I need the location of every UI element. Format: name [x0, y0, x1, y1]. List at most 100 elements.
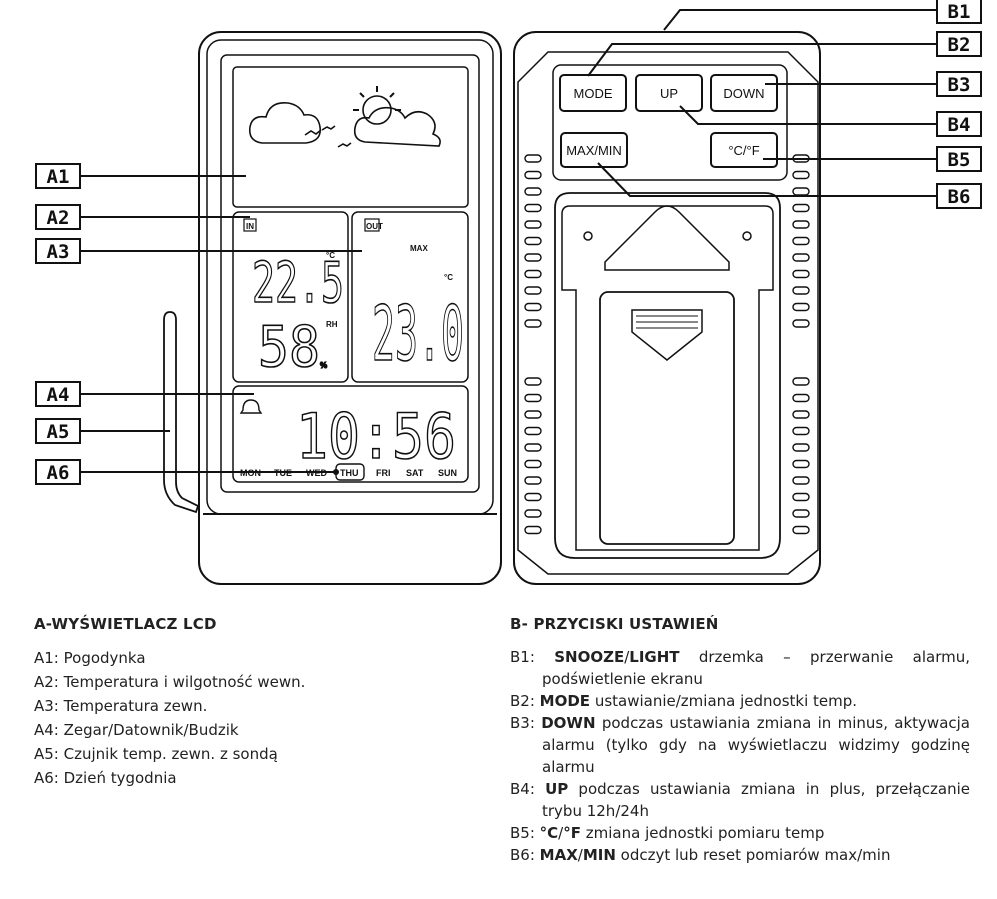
maxmin-button[interactable]: MAX/MIN	[560, 132, 628, 168]
callout-a3: A3	[35, 238, 362, 264]
legend-a-item: A6: Dzień tygodnia	[34, 769, 177, 787]
legend-a-item: A3: Temperatura zewn.	[34, 697, 208, 715]
vent-slot	[792, 302, 810, 312]
weather-panel	[232, 66, 469, 208]
hanger-hole	[604, 205, 730, 271]
vent-slot	[524, 220, 542, 229]
legend-a: A-WYŚWIETLACZ LCD A1: Pogodynka A2: Temp…	[34, 612, 434, 790]
vent-slot	[524, 377, 542, 386]
vent-slot	[524, 187, 542, 196]
vent-slot	[792, 286, 810, 295]
weather-icon	[248, 86, 441, 148]
unit-button[interactable]: °C/°F	[710, 132, 778, 168]
callout-a6: A6	[35, 459, 339, 485]
vent-slot	[792, 269, 810, 279]
button-panel	[552, 64, 788, 181]
legend-b-item: B5: °C/°F zmiana jednostki pomiaru temp	[510, 824, 825, 842]
vent-slot	[792, 319, 810, 328]
legend-b-item: B3: DOWN podczas ustawiania zmiana in mi…	[510, 714, 970, 776]
vent-slot	[524, 286, 542, 295]
in-house-icon	[243, 218, 257, 232]
vent-slot	[792, 170, 810, 180]
legend-b-items: B1: SNOOZE/LIGHT drzemka – przerwanie al…	[510, 646, 970, 866]
lcd-frame	[220, 54, 480, 493]
callout-b2: B2	[587, 31, 982, 77]
down-button[interactable]: DOWN	[710, 74, 778, 112]
legend-a-item: A5: Czujnik temp. zewn. z sondą	[34, 745, 278, 763]
legend-b-item: B2: MODE ustawianie/zmiana jednostki tem…	[510, 692, 858, 710]
vent-slot	[524, 443, 542, 452]
vent-slot	[524, 426, 542, 436]
svg-text:UP: UP	[660, 86, 678, 101]
vent-slot	[524, 269, 542, 279]
callout-a1: A1	[35, 163, 246, 189]
vent-slot	[524, 459, 542, 469]
vent-slot	[792, 377, 810, 386]
svg-text:A6: A6	[47, 462, 70, 484]
callout-b1: B1	[663, 0, 982, 31]
vent-slot	[524, 253, 542, 262]
svg-text:A3: A3	[47, 241, 70, 263]
screw-left	[583, 231, 593, 241]
svg-text:°C/°F: °C/°F	[728, 143, 759, 158]
b-callouts: B1 B2 B3 B4 B5 B6	[587, 0, 982, 209]
legend-a-item: A1: Pogodynka	[34, 649, 146, 667]
vent-slot	[792, 509, 810, 518]
vent-slot	[792, 410, 810, 419]
up-button[interactable]: UP	[635, 74, 703, 112]
outdoor-panel	[351, 211, 469, 383]
back-inner-frame	[517, 51, 819, 575]
vent-slot	[524, 509, 542, 518]
svg-text:B2: B2	[948, 34, 971, 56]
day-sat: SAT	[406, 468, 424, 478]
vent-slot	[524, 302, 542, 312]
stand	[554, 192, 781, 559]
indoor-temp-value: 22.5	[252, 251, 344, 316]
vent-slot	[524, 492, 542, 502]
legend-b-item: B4: UP podczas ustawiania zmiana in plus…	[510, 780, 970, 820]
vent-slot	[524, 170, 542, 180]
vent-slot	[792, 253, 810, 262]
legend-b-title: B- PRZYCISKI USTAWIEŃ	[510, 615, 719, 633]
svg-text:B4: B4	[948, 114, 971, 136]
svg-text:B5: B5	[948, 149, 971, 171]
back-body	[513, 31, 821, 585]
indoor-humidity-value: 58	[258, 315, 320, 380]
device-diagram: 22.5 °C 58 % RH IN OUT MAX 23.0 °C 10:56…	[35, 0, 982, 585]
svg-text:A5: A5	[47, 421, 70, 443]
day-fri: FRI	[376, 468, 391, 478]
vent-slot	[792, 220, 810, 229]
callout-b5: B5	[763, 146, 982, 172]
humidity-unit: %	[320, 361, 327, 370]
svg-text:A2: A2	[47, 207, 70, 229]
vent-slot	[792, 393, 810, 403]
stand-inner	[561, 205, 774, 551]
vent-slot	[524, 410, 542, 419]
vent-slot	[524, 203, 542, 213]
screw-right	[742, 231, 752, 241]
mode-button[interactable]: MODE	[559, 74, 627, 112]
callout-b6: B6	[597, 162, 982, 209]
front-view	[163, 31, 502, 585]
legend-b: B- PRZYCISKI USTAWIEŃ B1: SNOOZE/LIGHT d…	[510, 612, 970, 866]
svg-text:MODE: MODE	[574, 86, 613, 101]
a-callouts: A1 A2 A3 A4 A5 A6	[35, 163, 362, 485]
svg-text:B3: B3	[948, 74, 971, 96]
indoor-temp-unit: °C	[326, 251, 335, 260]
svg-text:A4: A4	[47, 384, 70, 406]
vent-slot	[524, 319, 542, 328]
callout-b3: B3	[765, 71, 982, 97]
vent-slots	[524, 154, 810, 535]
callout-b4: B4	[679, 105, 982, 137]
front-body	[198, 31, 502, 585]
callout-a2: A2	[35, 204, 250, 230]
vent-slot	[792, 525, 810, 535]
vent-slot	[792, 476, 810, 485]
day-sun: SUN	[438, 468, 457, 478]
vent-slot	[524, 393, 542, 403]
callout-a5: A5	[35, 418, 170, 444]
out-house-icon	[364, 218, 380, 232]
vent-slot	[524, 525, 542, 535]
svg-text:DOWN: DOWN	[723, 86, 764, 101]
bell-icon	[239, 399, 263, 414]
